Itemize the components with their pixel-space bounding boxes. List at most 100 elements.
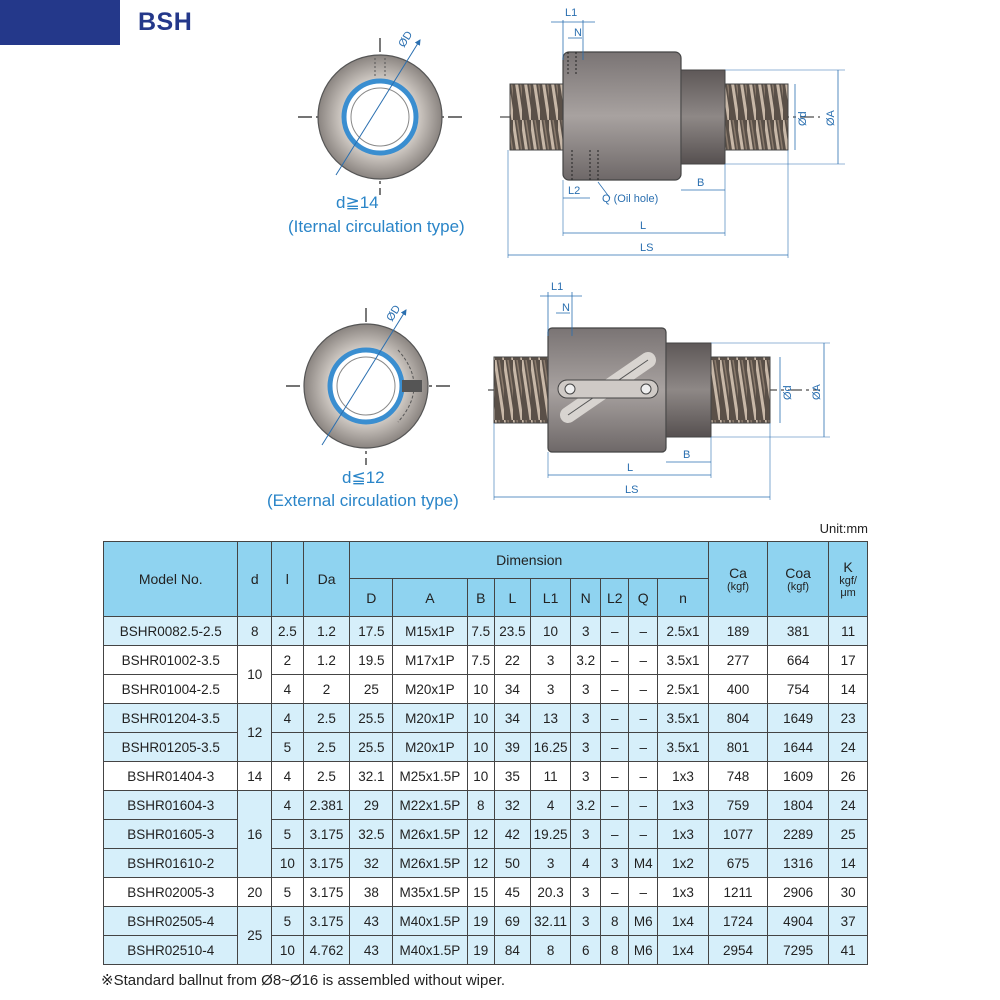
cell-B: 19 bbox=[466, 935, 496, 965]
top-label-N: N bbox=[574, 27, 582, 39]
cell-Da: 3.175 bbox=[302, 906, 351, 936]
cell-L1: 13 bbox=[529, 703, 572, 733]
top-label-L2: L2 bbox=[568, 185, 580, 197]
cell-Q: – bbox=[628, 674, 658, 704]
cell-A: M20x1P bbox=[392, 674, 468, 704]
cell-D: 17.5 bbox=[349, 616, 394, 646]
cell-d: 25 bbox=[237, 906, 273, 965]
cell-L1: 32.11 bbox=[529, 906, 572, 936]
cell-Ca: 675 bbox=[707, 848, 769, 878]
cell-Coa: 1804 bbox=[767, 790, 830, 820]
cell-n: 1x4 bbox=[657, 935, 709, 965]
bottom-label-B: B bbox=[683, 449, 690, 461]
th-Ca: Ca(kgf) bbox=[707, 541, 769, 617]
cell-Ca: 277 bbox=[707, 645, 769, 675]
cell-A: M20x1P bbox=[392, 732, 468, 762]
cell-A: M17x1P bbox=[392, 645, 468, 675]
cell-Coa: 1644 bbox=[767, 732, 830, 762]
cell-model: BSHR01004-2.5 bbox=[102, 674, 239, 704]
top-label-LS: LS bbox=[640, 242, 653, 254]
cell-D: 43 bbox=[349, 906, 394, 936]
cell-A: M40x1.5P bbox=[392, 935, 468, 965]
bottom-side-view: L1 N Ød ØA B L LS bbox=[488, 281, 830, 500]
cell-d: 12 bbox=[237, 703, 273, 762]
cell-D: 38 bbox=[349, 877, 394, 907]
cell-L1: 3 bbox=[529, 674, 572, 704]
cell-Coa: 1649 bbox=[767, 703, 830, 733]
th-Coa: Coa(kgf) bbox=[767, 541, 830, 617]
cell-B: 12 bbox=[466, 848, 496, 878]
cell-N: 3 bbox=[570, 819, 601, 849]
cell-n: 3.5x1 bbox=[657, 703, 709, 733]
cell-A: M22x1.5P bbox=[392, 790, 468, 820]
cell-D: 32 bbox=[349, 848, 394, 878]
cell-L1: 20.3 bbox=[529, 877, 572, 907]
cell-model: BSHR01204-3.5 bbox=[102, 703, 239, 733]
cell-l: 4 bbox=[271, 761, 304, 791]
cell-l: 10 bbox=[271, 848, 304, 878]
cell-Ca: 400 bbox=[707, 674, 769, 704]
table-row: BSHR02005-3 20 5 3.175 38 M35x1.5P 15 45… bbox=[102, 877, 868, 907]
cell-Ca: 1211 bbox=[707, 877, 769, 907]
th-model: Model No. bbox=[102, 541, 239, 617]
cell-L: 32 bbox=[494, 790, 531, 820]
cell-A: M20x1P bbox=[392, 703, 468, 733]
top-caption: (Iternal circulation type) bbox=[288, 217, 465, 236]
cell-Q: – bbox=[628, 732, 658, 762]
cell-Ca: 1077 bbox=[707, 819, 769, 849]
cell-n: 1x3 bbox=[657, 761, 709, 791]
cell-Q: – bbox=[628, 645, 658, 675]
cell-B: 19 bbox=[466, 906, 496, 936]
cell-d: 10 bbox=[237, 645, 273, 704]
cell-model: BSHR01605-3 bbox=[102, 819, 239, 849]
cell-L: 34 bbox=[494, 703, 531, 733]
cell-Da: 1.2 bbox=[302, 616, 351, 646]
cell-Da: 3.175 bbox=[302, 877, 351, 907]
cell-Q: M6 bbox=[628, 935, 658, 965]
th-B: B bbox=[466, 578, 496, 617]
cell-L: 23.5 bbox=[494, 616, 531, 646]
cell-D: 25 bbox=[349, 674, 394, 704]
cell-model: BSHR02510-4 bbox=[102, 935, 239, 965]
th-n: n bbox=[657, 578, 709, 617]
cell-D: 25.5 bbox=[349, 732, 394, 762]
cell-Coa: 2289 bbox=[767, 819, 830, 849]
cell-N: 3 bbox=[570, 616, 601, 646]
cell-d: 8 bbox=[237, 616, 273, 646]
bottom-label-L: L bbox=[627, 462, 633, 474]
spec-table: Model No. d l Da Dimension Ca(kgf) Coa(k… bbox=[102, 541, 868, 965]
cell-L2: – bbox=[599, 616, 630, 646]
cell-A: M35x1.5P bbox=[392, 877, 468, 907]
cell-N: 3 bbox=[570, 674, 601, 704]
cell-N: 4 bbox=[570, 848, 601, 878]
top-label-D: ØD bbox=[396, 29, 415, 49]
cell-l: 10 bbox=[271, 935, 304, 965]
top-label-d: Ød bbox=[797, 111, 809, 126]
cell-K: 37 bbox=[828, 906, 868, 936]
cell-Ca: 1724 bbox=[707, 906, 769, 936]
cell-n: 3.5x1 bbox=[657, 732, 709, 762]
table-row: BSHR01604-3 16 4 2.381 29 M22x1.5P 8 32 … bbox=[102, 790, 868, 878]
cell-K: 24 bbox=[828, 790, 868, 820]
bottom-label-LS: LS bbox=[625, 484, 638, 496]
top-side-view: L1 N Ød ØA L2 Q (Oil hole) B L LS bbox=[500, 7, 845, 258]
cell-Coa: 1316 bbox=[767, 848, 830, 878]
cell-D: 19.5 bbox=[349, 645, 394, 675]
cell-N: 3.2 bbox=[570, 645, 601, 675]
th-dimension: Dimension bbox=[349, 541, 709, 579]
cell-n: 1x3 bbox=[657, 877, 709, 907]
table-header-row: Model No. d l Da Dimension Ca(kgf) Coa(k… bbox=[102, 541, 868, 617]
cell-model: BSHR01205-3.5 bbox=[102, 732, 239, 762]
bottom-label-L1: L1 bbox=[551, 281, 563, 293]
top-label-L: L bbox=[640, 220, 646, 232]
table-row: BSHR02510-4 10 4.762 43 M40x1.5P 19 84 8… bbox=[102, 935, 868, 965]
cell-Coa: 2906 bbox=[767, 877, 830, 907]
cell-A: M26x1.5P bbox=[392, 819, 468, 849]
cell-Ca: 2954 bbox=[707, 935, 769, 965]
cell-d: 20 bbox=[237, 877, 273, 907]
bottom-end-view: ØD d≦12 (External circulation type) bbox=[267, 303, 459, 510]
cell-K: 41 bbox=[828, 935, 868, 965]
cell-Coa: 4904 bbox=[767, 906, 830, 936]
cell-l: 2.5 bbox=[271, 616, 304, 646]
